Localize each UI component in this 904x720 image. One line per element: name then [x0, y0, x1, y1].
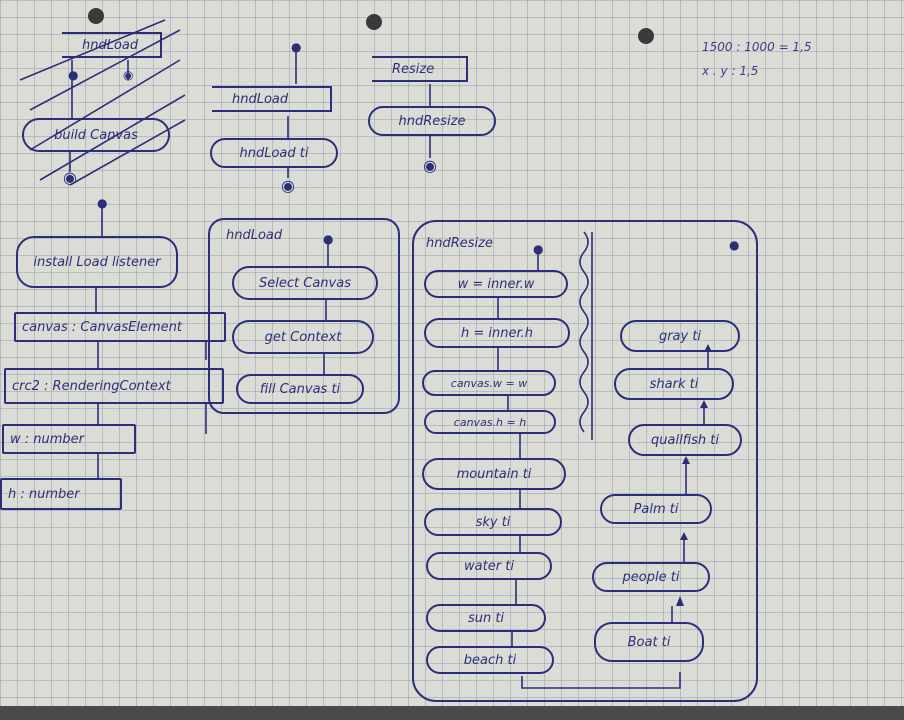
mountain-node: mountain ti [422, 458, 566, 490]
variable-box: canvas : CanvasElement [14, 312, 226, 342]
start-node-icon: ◉ [123, 68, 134, 82]
hndresize-group [412, 220, 758, 702]
shark-node: shark ti [614, 368, 734, 400]
hndload-activity-node: hndLoad ti [210, 138, 338, 168]
variable-box: crc2 : RenderingContext [4, 368, 224, 404]
node-label: sky ti [475, 514, 511, 530]
node-label: get Context [264, 329, 342, 345]
node-label: install Load listener [33, 254, 161, 270]
node-label: Boat ti [627, 634, 671, 650]
build-canvas-node: build Canvas [22, 118, 170, 152]
node-label: canvas.w = w [450, 376, 528, 390]
start-node-icon: ● [68, 68, 79, 82]
resize-step-node: canvas.h = h [424, 410, 556, 434]
binder-hole [88, 8, 104, 24]
node-label: hndLoad ti [239, 145, 309, 161]
variable-box: h : number [0, 478, 122, 510]
node-label: sun ti [467, 610, 505, 626]
sun-node: sun ti [426, 604, 546, 632]
resize-step-node: h = inner.h [424, 318, 570, 348]
beach-node: beach ti [426, 646, 554, 674]
start-node-icon: ● [291, 40, 302, 54]
signal-resize: Resize [372, 56, 468, 82]
node-label: shark ti [649, 376, 699, 392]
people-node: people ti [592, 562, 710, 592]
fill-canvas-node: fill Canvas ti [236, 374, 364, 404]
start-node-icon: ● [729, 238, 740, 252]
end-node-icon: ◉ [423, 156, 437, 175]
ratio-note: x . y : 1,5 [702, 64, 759, 78]
signal-label: hndLoad [232, 91, 289, 107]
signal-hndload-crossed: hndLoad [62, 32, 162, 58]
quallfish-node: quallfish ti [628, 424, 742, 456]
start-node-icon: ● [533, 242, 544, 256]
node-label: water ti [464, 558, 514, 574]
node-label: quallfish ti [651, 432, 719, 448]
desk-edge [0, 706, 904, 720]
variable-box: w : number [2, 424, 136, 454]
signal-label: Resize [392, 61, 435, 77]
node-label: build Canvas [54, 127, 138, 143]
node-label: canvas : CanvasElement [22, 319, 182, 335]
signal-hndload: hndLoad [212, 86, 332, 112]
resize-step-node: w = inner.w [424, 270, 568, 298]
end-node-icon: ◉ [63, 168, 77, 187]
node-label: crc2 : RenderingContext [12, 378, 171, 394]
group-title: hndResize [426, 236, 493, 251]
node-label: gray ti [658, 328, 702, 344]
node-label: w : number [10, 431, 85, 447]
gray-node: gray ti [620, 320, 740, 352]
binder-hole [638, 28, 654, 44]
get-context-node: get Context [232, 320, 374, 354]
palm-node: Palm ti [600, 494, 712, 524]
node-label: hndResize [398, 113, 466, 129]
node-label: h = inner.h [460, 325, 533, 341]
ratio-note: 1500 : 1000 = 1,5 [702, 40, 812, 54]
water-node: water ti [426, 552, 552, 580]
node-label: people ti [622, 569, 680, 585]
node-label: beach ti [463, 652, 517, 668]
boat-node: Boat ti [594, 622, 704, 662]
signal-label: hndLoad [82, 37, 139, 53]
node-label: Select Canvas [259, 275, 351, 291]
install-load-listener-node: install Load listener [16, 236, 178, 288]
node-label: mountain ti [456, 466, 532, 482]
node-label: Palm ti [633, 501, 679, 517]
binder-hole [366, 14, 382, 30]
hndload-group [208, 218, 400, 414]
node-label: h : number [8, 486, 80, 502]
node-label: w = inner.w [457, 276, 535, 292]
select-canvas-node: Select Canvas [232, 266, 378, 300]
end-node-icon: ◉ [281, 176, 295, 195]
group-title: hndLoad [226, 228, 283, 243]
node-label: fill Canvas ti [259, 381, 341, 397]
start-node-icon: ● [323, 232, 334, 246]
resize-step-node: canvas.w = w [422, 370, 556, 396]
node-label: canvas.h = h [453, 415, 527, 429]
sky-node: sky ti [424, 508, 562, 536]
start-node-icon: ● [97, 196, 108, 210]
hndresize-node: hndResize [368, 106, 496, 136]
